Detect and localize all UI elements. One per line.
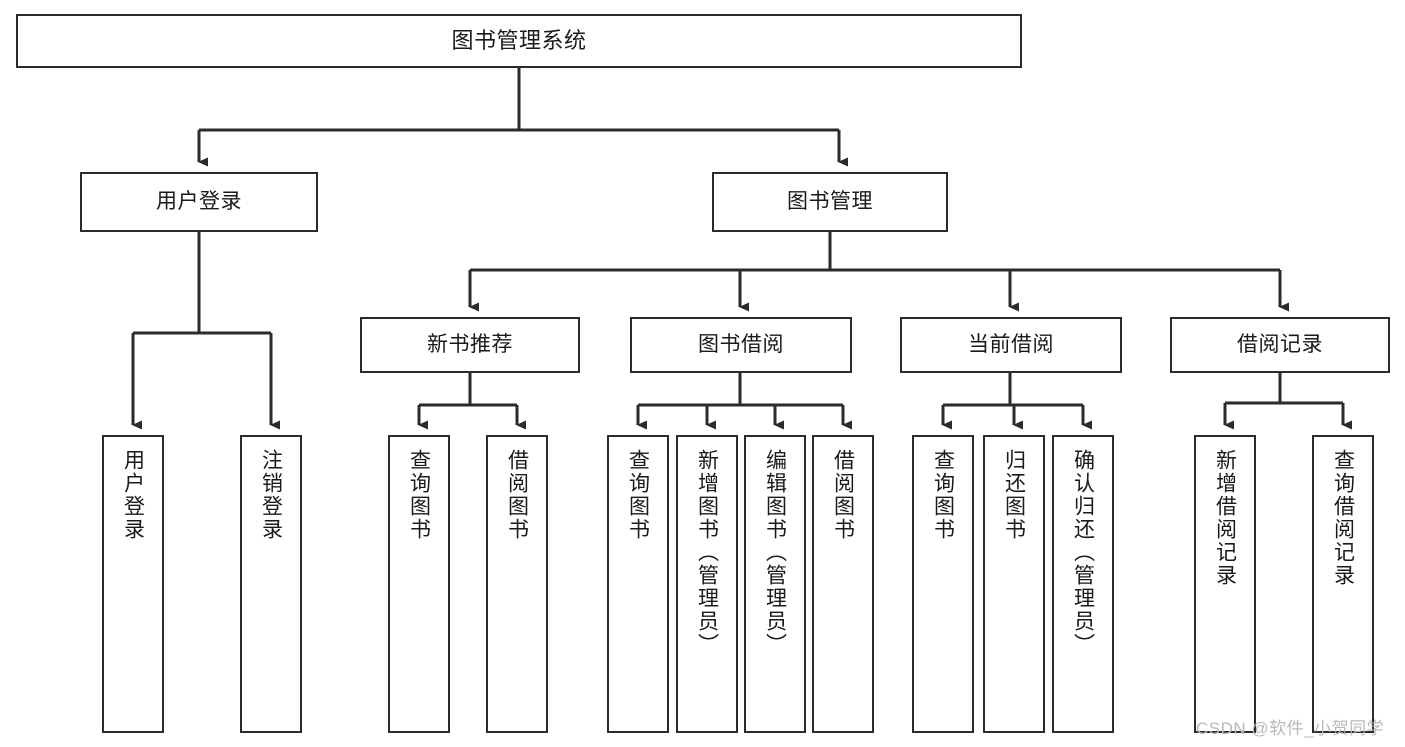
node-label: 用户登录	[121, 449, 145, 541]
node-label: 查询借阅记录	[1331, 449, 1355, 587]
leaf-record-query-record[interactable]: 查询借阅记录	[1312, 435, 1374, 733]
node-label: 新书推荐	[427, 332, 513, 356]
node-label: 图书管理	[787, 189, 873, 213]
node-label: 图书借阅	[698, 332, 784, 356]
node-book-borrow[interactable]: 图书借阅	[630, 317, 852, 373]
node-borrow-record[interactable]: 借阅记录	[1170, 317, 1390, 373]
node-label: 新增图书（管理员）	[695, 449, 719, 656]
node-label: 借阅图书	[505, 449, 529, 541]
leaf-borrow-query-book[interactable]: 查询图书	[607, 435, 669, 733]
node-label: 注销登录	[259, 449, 283, 541]
node-user-login[interactable]: 用户登录	[80, 172, 318, 232]
leaf-newbook-borrow-book[interactable]: 借阅图书	[486, 435, 548, 733]
node-current-borrow[interactable]: 当前借阅	[900, 317, 1122, 373]
node-label: 查询图书	[407, 449, 431, 541]
leaf-user-logout[interactable]: 注销登录	[240, 435, 302, 733]
leaf-record-add-record[interactable]: 新增借阅记录	[1194, 435, 1256, 733]
node-label: 编辑图书（管理员）	[763, 449, 787, 656]
node-book-management[interactable]: 图书管理	[712, 172, 948, 232]
csdn-watermark: CSDN @软件_小贺同学	[1196, 719, 1385, 738]
node-label: 归还图书	[1002, 449, 1026, 541]
leaf-newbook-query-book[interactable]: 查询图书	[388, 435, 450, 733]
leaf-current-return-book[interactable]: 归还图书	[983, 435, 1045, 733]
node-label: 当前借阅	[968, 332, 1054, 356]
leaf-user-login[interactable]: 用户登录	[102, 435, 164, 733]
node-label: 图书管理系统	[451, 28, 587, 54]
leaf-borrow-borrow-book[interactable]: 借阅图书	[812, 435, 874, 733]
leaf-borrow-add-book-admin[interactable]: 新增图书（管理员）	[676, 435, 738, 733]
leaf-current-confirm-return-admin[interactable]: 确认归还（管理员）	[1052, 435, 1114, 733]
node-label: 查询图书	[931, 449, 955, 541]
node-root-system[interactable]: 图书管理系统	[16, 14, 1022, 68]
node-label: 新增借阅记录	[1213, 449, 1237, 587]
node-label: 确认归还（管理员）	[1071, 449, 1095, 656]
leaf-borrow-edit-book-admin[interactable]: 编辑图书（管理员）	[744, 435, 806, 733]
node-new-book-recommend[interactable]: 新书推荐	[360, 317, 580, 373]
node-label: 查询图书	[626, 449, 650, 541]
node-label: 借阅图书	[831, 449, 855, 541]
node-label: 借阅记录	[1237, 332, 1323, 356]
node-label: 用户登录	[156, 189, 242, 213]
leaf-current-query-book[interactable]: 查询图书	[912, 435, 974, 733]
